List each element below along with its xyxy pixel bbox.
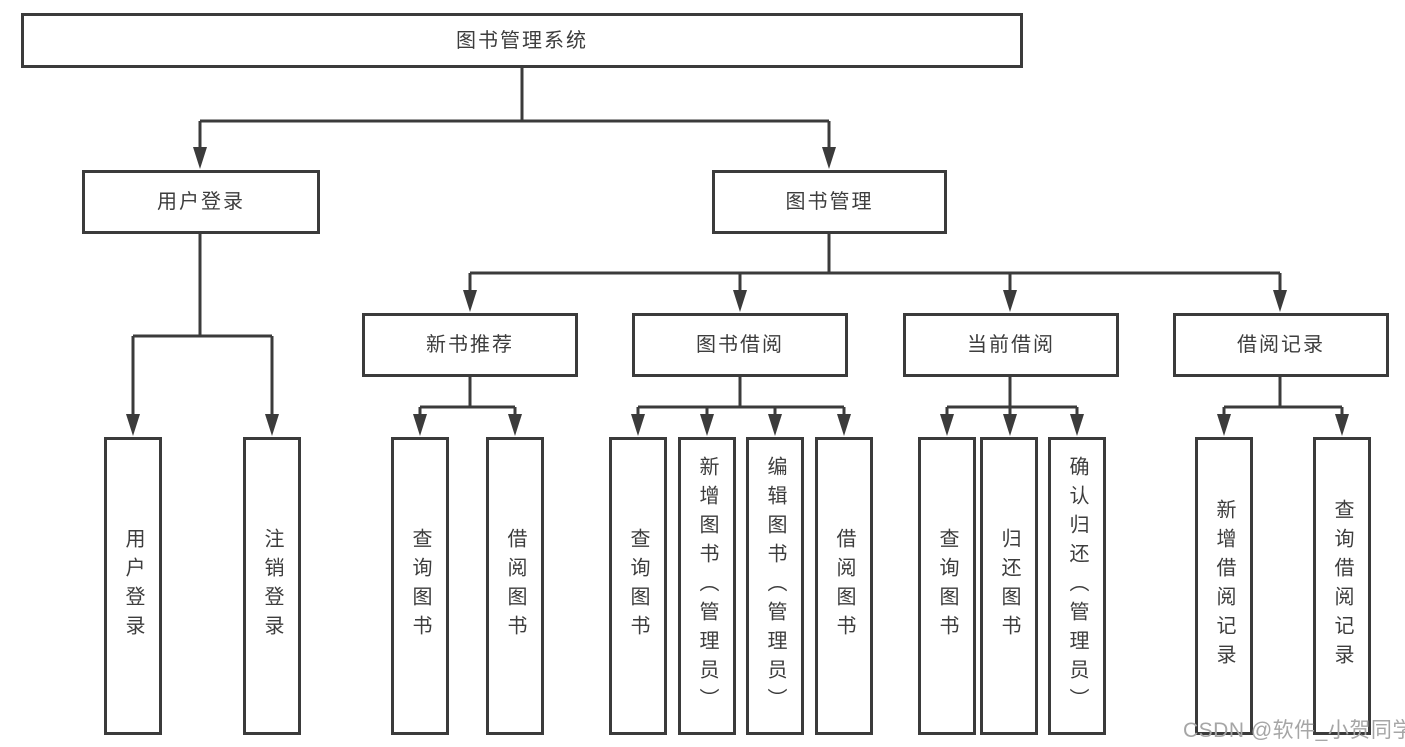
node-leaf-return-books: 归还图书 <box>980 437 1038 735</box>
node-label: 查询图书 <box>936 528 958 644</box>
node-label: 当前借阅 <box>967 334 1055 356</box>
node-leaf-add-books-admin: 新增图书（管理员） <box>678 437 736 735</box>
node-leaf-query-books-1: 查询图书 <box>391 437 449 735</box>
node-leaf-edit-books-admin: 编辑图书（管理员） <box>746 437 804 735</box>
node-label: 借阅图书 <box>833 528 855 644</box>
node-current-borrow: 当前借阅 <box>903 313 1119 377</box>
node-label: 用户登录 <box>157 191 245 213</box>
node-label: 新书推荐 <box>426 334 514 356</box>
node-label: 查询图书 <box>627 528 649 644</box>
node-label: 归还图书 <box>998 528 1020 644</box>
arrowheads <box>126 147 1349 436</box>
node-label: 编辑图书（管理员） <box>764 455 786 717</box>
node-label: 图书借阅 <box>696 334 784 356</box>
node-leaf-confirm-return-admin: 确认归还（管理员） <box>1048 437 1106 735</box>
node-leaf-query-borrow-record: 查询借阅记录 <box>1313 437 1371 735</box>
node-new-book-recommend: 新书推荐 <box>362 313 578 377</box>
node-leaf-query-books-2: 查询图书 <box>609 437 667 735</box>
node-label: 用户登录 <box>122 528 144 644</box>
connector-shafts <box>131 68 1344 417</box>
node-leaf-add-borrow-record: 新增借阅记录 <box>1195 437 1253 735</box>
node-leaf-borrow-books-2: 借阅图书 <box>815 437 873 735</box>
node-book-management-branch: 图书管理 <box>712 170 947 234</box>
node-label: 查询图书 <box>409 528 431 644</box>
node-label: 图书管理系统 <box>456 29 588 52</box>
node-label: 查询借阅记录 <box>1331 499 1353 673</box>
node-root-system: 图书管理系统 <box>21 13 1023 68</box>
node-leaf-query-books-3: 查询图书 <box>918 437 976 735</box>
node-label: 新增借阅记录 <box>1213 499 1235 673</box>
node-label: 确认归还（管理员） <box>1066 455 1088 717</box>
node-leaf-logout: 注销登录 <box>243 437 301 735</box>
node-label: 借阅记录 <box>1237 334 1325 356</box>
node-borrow-records: 借阅记录 <box>1173 313 1389 377</box>
node-user-login-branch: 用户登录 <box>82 170 320 234</box>
node-leaf-user-login: 用户登录 <box>104 437 162 735</box>
node-label: 新增图书（管理员） <box>696 455 718 717</box>
node-leaf-borrow-books-1: 借阅图书 <box>486 437 544 735</box>
node-label: 图书管理 <box>785 191 874 213</box>
watermark-text: CSDN @软件_小贺同学 <box>1183 719 1405 742</box>
node-label: 注销登录 <box>261 528 283 644</box>
node-label: 借阅图书 <box>504 528 526 644</box>
node-book-borrow: 图书借阅 <box>632 313 848 377</box>
